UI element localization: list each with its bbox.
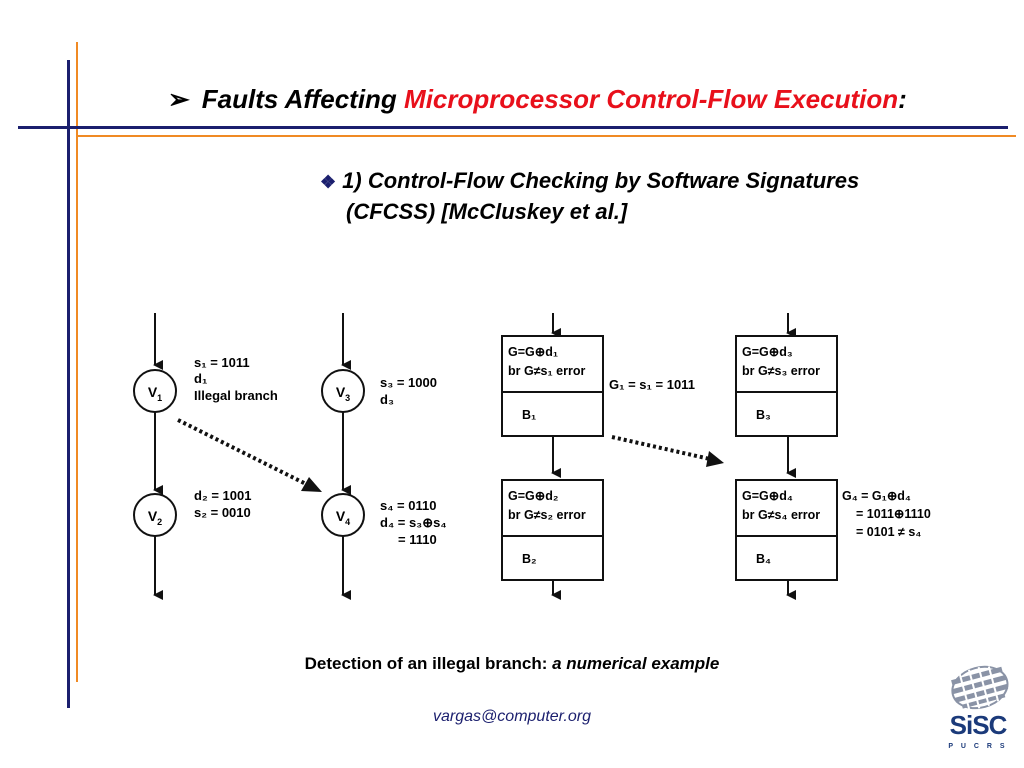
b4-note-3: = 0101 ≠ s₄ <box>856 525 921 539</box>
slide-title: ➢ Faults Affecting Microprocessor Control… <box>168 84 907 115</box>
block-b2 <box>501 479 604 581</box>
title-part-1: Faults Affecting <box>201 84 405 114</box>
v1-note-1: s₁ = 1011 <box>194 355 250 370</box>
bullet-line-2: (CFCSS) [McCluskey et al.] <box>346 199 628 224</box>
illegal-branch-edge-left <box>177 418 309 487</box>
illegal-branch-arrowhead-right <box>706 451 724 467</box>
bullet-line-1: 1) Control-Flow Checking by Software Sig… <box>342 168 860 193</box>
vertical-rule-navy <box>67 60 70 708</box>
block-b3-line2: br G≠s₃ error <box>742 364 820 378</box>
node-v3-label: V3 <box>336 384 350 403</box>
block-b2-body: B₂ <box>522 552 537 566</box>
caption-text: Detection of an illegal branch: <box>304 654 553 673</box>
figure-caption: Detection of an illegal branch: a numeri… <box>0 654 1024 674</box>
globe-grid-icon <box>951 665 1009 710</box>
block-b3-body: B₃ <box>756 408 771 422</box>
block-b4-body: B₄ <box>756 552 771 566</box>
v2-note-1: d₂ = 1001 <box>194 488 251 503</box>
title-part-3: : <box>898 84 907 114</box>
node-v1-label: V1 <box>148 384 162 403</box>
bullet-point: ❖1) Control-Flow Checking by Software Si… <box>320 166 980 227</box>
block-b1 <box>501 335 604 437</box>
v1-note-3: Illegal branch <box>194 388 278 403</box>
right-graph: G=G⊕d₁ br G≠s₁ error B₁ G₁ = s₁ = 1011 G… <box>501 313 931 600</box>
horizontal-rule-navy <box>18 126 1008 129</box>
block-b3 <box>735 335 838 437</box>
caption-italic-text: a numerical example <box>552 654 720 673</box>
v3-note-1: s₃ = 1000 <box>380 375 437 390</box>
block-b2-line2: br G≠s₂ error <box>508 508 586 522</box>
logo-text: SiSC <box>950 710 1008 740</box>
left-graph: V1 V2 s₁ = 1011 d₁ Illegal branch d₂ = 1… <box>133 313 447 600</box>
horizontal-rule-orange <box>78 135 1016 137</box>
block-b1-body: B₁ <box>522 408 536 422</box>
title-part-2: Microprocessor Control-Flow Execution <box>404 84 899 114</box>
node-v2-label: V2 <box>148 508 162 527</box>
v3-note-2: d₃ <box>380 392 394 407</box>
block-b2-line1: G=G⊕d₂ <box>508 489 558 503</box>
arrow-bullet-icon: ➢ <box>168 84 190 114</box>
v4-note-1: s₄ = 0110 <box>380 498 436 513</box>
block-b1-line1: G=G⊕d₁ <box>508 345 558 359</box>
block-b4-line2: br G≠s₄ error <box>742 508 820 522</box>
footer-email: vargas@computer.org <box>433 708 591 725</box>
illegal-branch-edge-right <box>611 435 711 461</box>
block-b4-line1: G=G⊕d₄ <box>742 489 793 503</box>
logo-subtext: P U C R S <box>948 743 1007 750</box>
block-b1-line2: br G≠s₁ error <box>508 364 585 378</box>
v1-note-2: d₁ <box>194 371 207 386</box>
illegal-branch-arrowhead-left <box>301 477 322 492</box>
cfcss-diagram: V1 V2 s₁ = 1011 d₁ Illegal branch d₂ = 1… <box>133 313 931 600</box>
v4-note-2: d₄ = s₃⊕s₄ <box>380 515 447 530</box>
sisc-pucrs-logo: SiSC P U C R S <box>948 665 1009 750</box>
block-b4 <box>735 479 838 581</box>
b4-note-1: G₄ = G₁⊕d₄ <box>842 489 911 503</box>
node-v4-label: V4 <box>336 508 350 527</box>
v2-note-2: s₂ = 0010 <box>194 505 251 520</box>
diamond-bullet-icon: ❖ <box>320 172 337 192</box>
b4-note-2: = 1011⊕1110 <box>856 507 931 521</box>
vertical-rule-orange <box>76 42 78 682</box>
v4-note-3: = 1110 <box>398 532 437 547</box>
block-b3-line1: G=G⊕d₃ <box>742 345 793 359</box>
b1-note: G₁ = s₁ = 1011 <box>609 377 695 392</box>
